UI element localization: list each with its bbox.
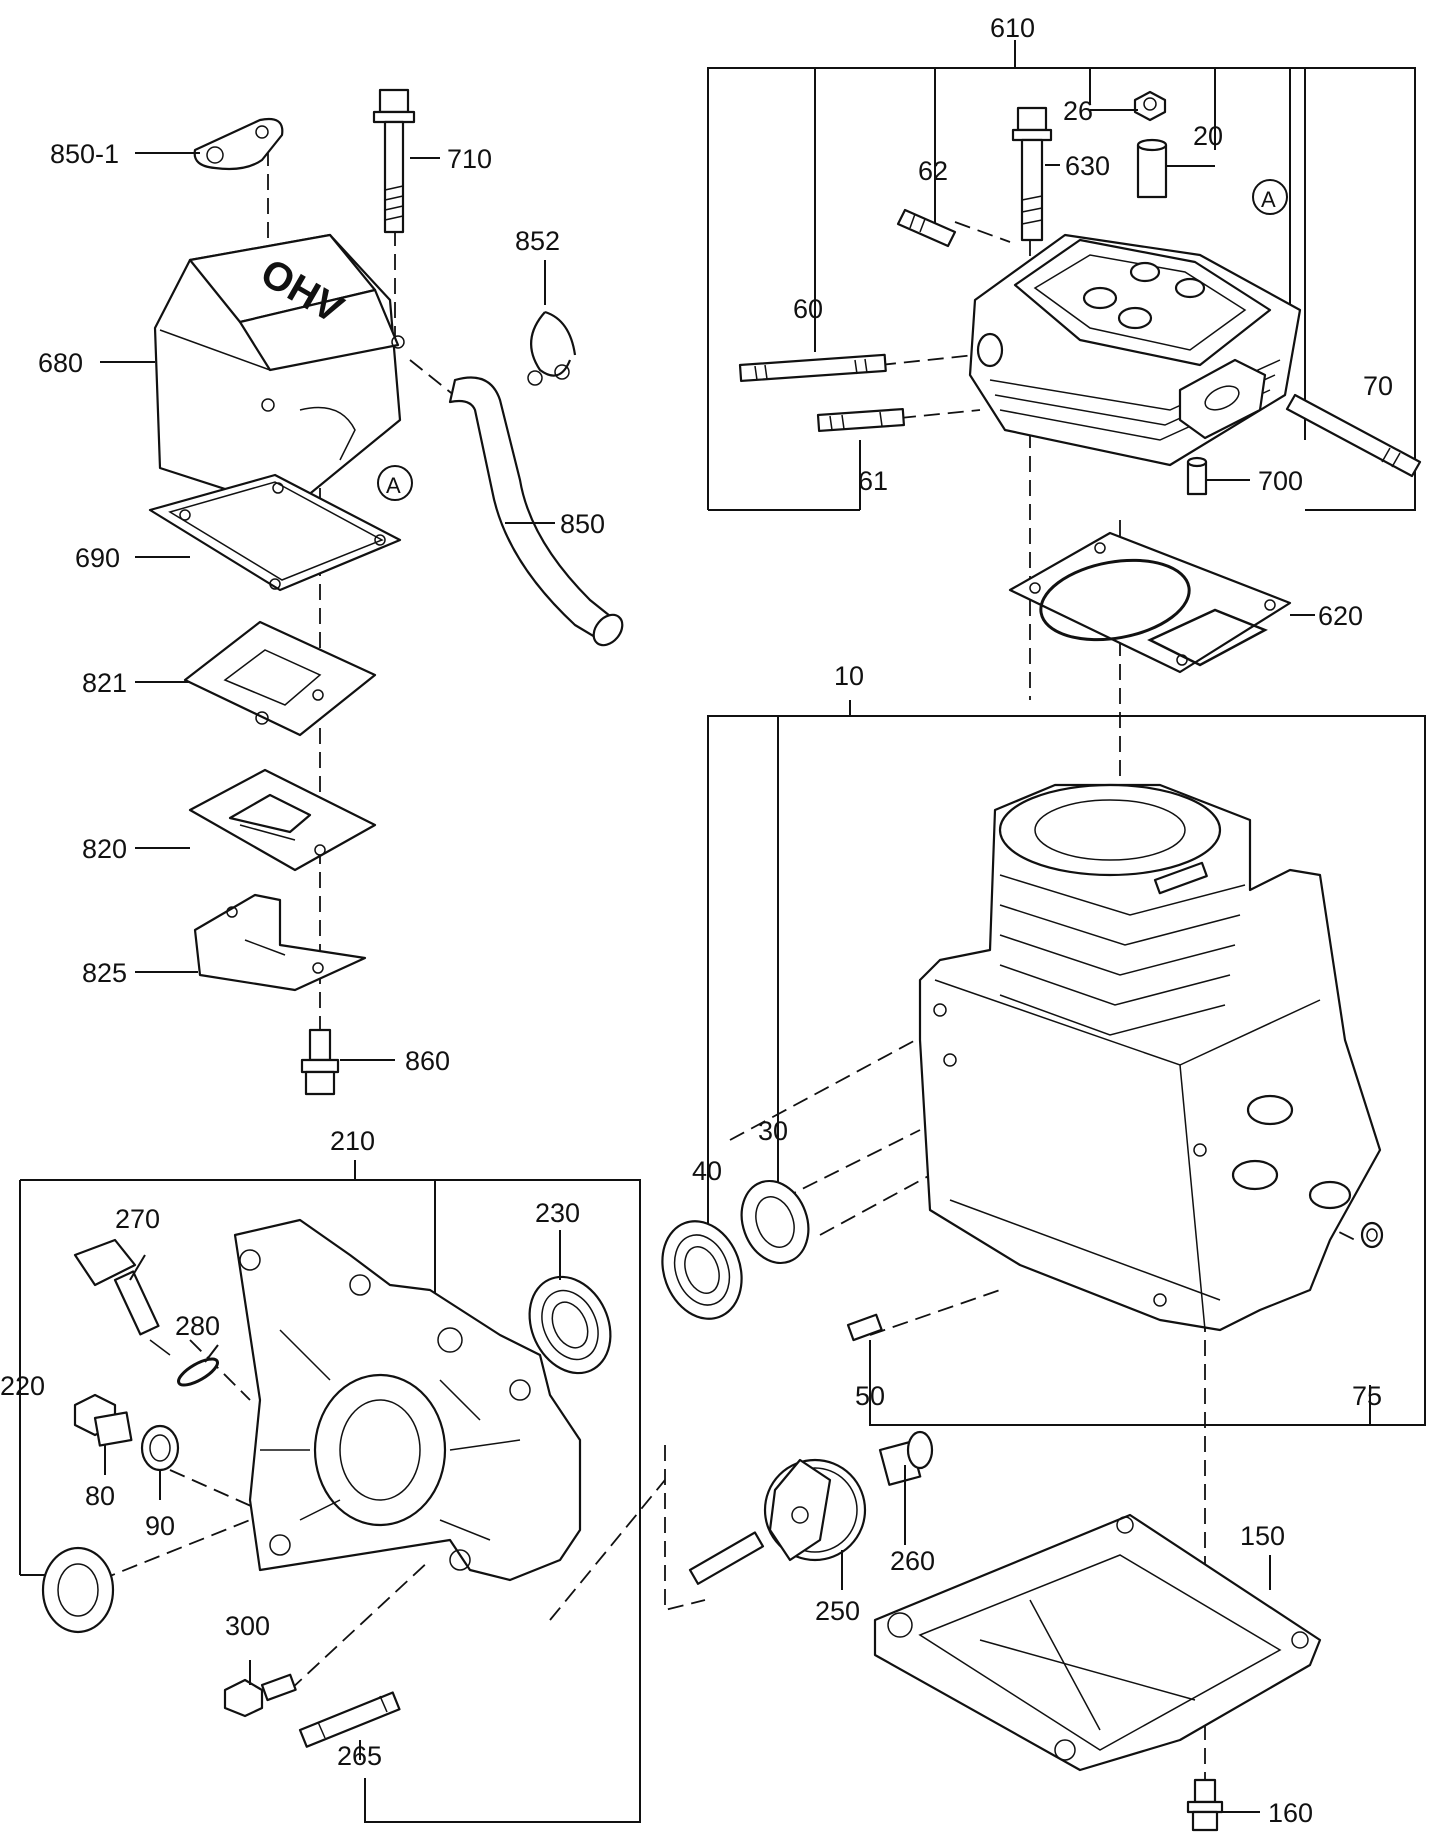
label-690: 690 bbox=[75, 543, 120, 573]
bolt-300 bbox=[223, 1673, 297, 1718]
label-160: 160 bbox=[1268, 1798, 1313, 1828]
label-62: 62 bbox=[918, 156, 948, 186]
label-40: 40 bbox=[692, 1156, 722, 1186]
label-680: 680 bbox=[38, 348, 83, 378]
label-10: 10 bbox=[834, 661, 864, 691]
svg-text:A: A bbox=[1261, 187, 1276, 212]
gasket-850-1 bbox=[193, 117, 284, 171]
label-260: 260 bbox=[890, 1546, 935, 1576]
bolt-630 bbox=[1011, 106, 1053, 242]
plug-860 bbox=[300, 1028, 340, 1096]
label-280: 280 bbox=[175, 1311, 220, 1341]
marker-a-right: A bbox=[1252, 179, 1288, 215]
label-610: 610 bbox=[990, 13, 1035, 43]
sleeve-20 bbox=[1136, 138, 1168, 199]
label-80: 80 bbox=[85, 1481, 115, 1511]
label-150: 150 bbox=[1240, 1521, 1285, 1551]
gasket-690 bbox=[148, 473, 402, 592]
plug-80 bbox=[73, 1393, 133, 1447]
label-30: 30 bbox=[758, 1116, 788, 1146]
label-300: 300 bbox=[225, 1611, 270, 1641]
bracket-610 bbox=[707, 40, 1416, 511]
gasket-821 bbox=[183, 620, 377, 737]
label-620: 620 bbox=[1318, 601, 1363, 631]
label-825: 825 bbox=[82, 958, 127, 988]
crankcase-cylinder-10 bbox=[918, 783, 1382, 1332]
stud-62 bbox=[896, 208, 957, 248]
label-700: 700 bbox=[1258, 466, 1303, 496]
label-821: 821 bbox=[82, 668, 127, 698]
bearing-40 bbox=[661, 1220, 743, 1320]
label-270: 270 bbox=[115, 1204, 160, 1234]
cylinder-head-610 bbox=[968, 233, 1302, 467]
label-20: 20 bbox=[1193, 121, 1223, 151]
label-61: 61 bbox=[858, 466, 888, 496]
cover-210 bbox=[233, 1218, 582, 1582]
plate-820 bbox=[188, 768, 377, 872]
label-60: 60 bbox=[793, 294, 823, 324]
seal-220 bbox=[41, 1546, 115, 1634]
label-860: 860 bbox=[405, 1046, 450, 1076]
label-850: 850 bbox=[560, 509, 605, 539]
label-820: 820 bbox=[82, 834, 127, 864]
label-250: 250 bbox=[815, 1596, 860, 1626]
label-26: 26 bbox=[1063, 96, 1093, 126]
washer-90 bbox=[140, 1424, 180, 1472]
gear-250 bbox=[763, 1458, 867, 1562]
part-labels: 610 26 20 62 630 60 70 61 700 620 10 850… bbox=[0, 13, 1393, 1828]
leader-lines bbox=[100, 109, 1315, 1813]
nut-26 bbox=[1133, 90, 1167, 122]
label-850-1: 850-1 bbox=[50, 139, 119, 169]
label-630: 630 bbox=[1065, 151, 1110, 181]
bolt-710 bbox=[372, 88, 416, 234]
label-852: 852 bbox=[515, 226, 560, 256]
rocker-cover-680: OHV bbox=[153, 233, 405, 512]
marker-a-left: A bbox=[377, 465, 413, 501]
label-70: 70 bbox=[1363, 371, 1393, 401]
label-90: 90 bbox=[145, 1511, 175, 1541]
label-210: 210 bbox=[330, 1126, 375, 1156]
plug-160 bbox=[1186, 1778, 1224, 1832]
governor-shaft bbox=[688, 1531, 765, 1585]
label-230: 230 bbox=[535, 1198, 580, 1228]
pin-265 bbox=[298, 1691, 401, 1748]
seal-75 bbox=[1360, 1221, 1384, 1249]
stud-60 bbox=[738, 353, 887, 383]
o-ring-280 bbox=[177, 1357, 219, 1387]
dowel-700 bbox=[1186, 456, 1208, 496]
stud-70 bbox=[1285, 393, 1422, 478]
bearing-230 bbox=[528, 1275, 612, 1375]
label-710: 710 bbox=[447, 144, 492, 174]
breather-tube-850 bbox=[448, 376, 624, 647]
svg-text:A: A bbox=[386, 473, 401, 498]
label-220: 220 bbox=[0, 1371, 45, 1401]
seal-30 bbox=[740, 1179, 810, 1265]
dowel-50 bbox=[846, 1313, 883, 1342]
head-gasket-620 bbox=[1008, 531, 1292, 674]
bracket-210 bbox=[19, 1160, 641, 1823]
plate-825 bbox=[193, 893, 367, 992]
oil-pan-150 bbox=[873, 1513, 1322, 1772]
label-265: 265 bbox=[337, 1741, 382, 1771]
stud-61 bbox=[816, 407, 906, 433]
clip-852 bbox=[527, 310, 577, 386]
label-75: 75 bbox=[1352, 1381, 1382, 1411]
dipstick-270 bbox=[73, 1238, 171, 1356]
label-50: 50 bbox=[855, 1381, 885, 1411]
